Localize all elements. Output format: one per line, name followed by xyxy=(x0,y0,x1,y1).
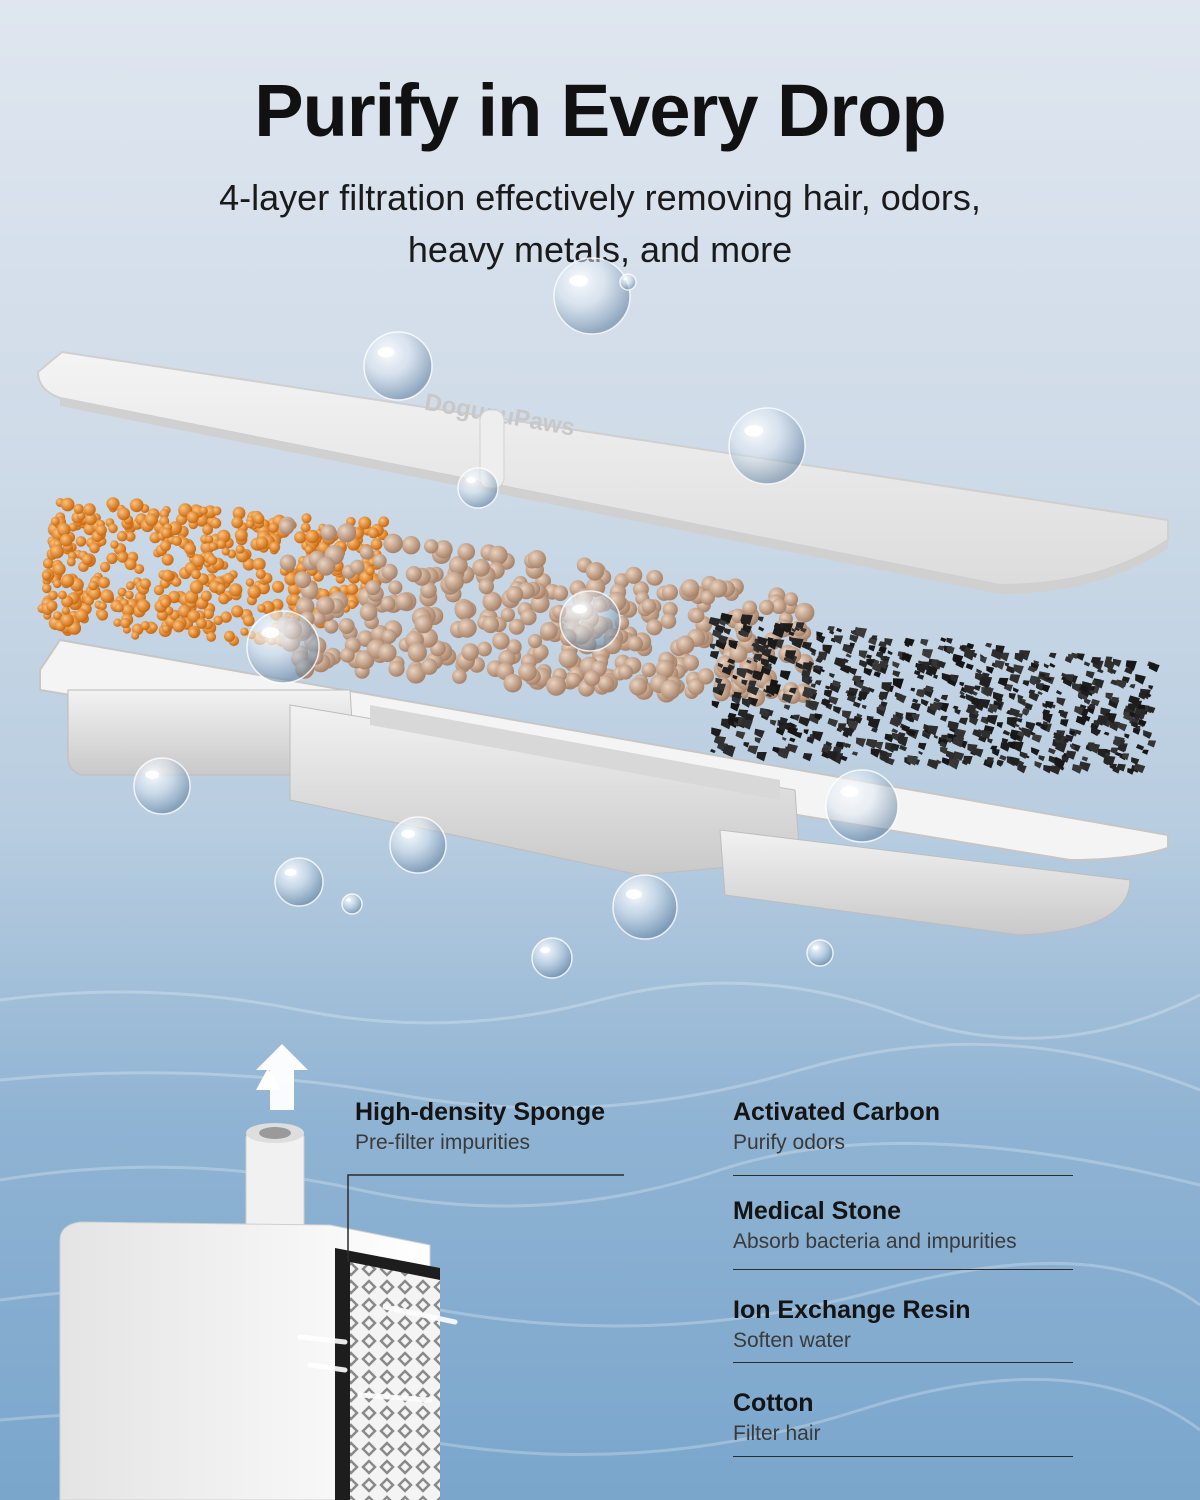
label-title: High-density Sponge xyxy=(355,1098,605,1126)
label-high-density-sponge: High-density Sponge Pre-filter impuritie… xyxy=(355,1098,605,1155)
activated-carbon-granules xyxy=(708,612,1160,775)
label-description: Pre-filter impurities xyxy=(355,1131,531,1154)
subtitle-line-1: 4-layer filtration effectively removing … xyxy=(219,177,981,218)
label-ion-exchange-resin: Ion Exchange Resin Soften water xyxy=(733,1296,971,1353)
label-description: Absorb bacteria and impurities xyxy=(733,1230,1017,1253)
water-pump xyxy=(59,1044,624,1500)
divider xyxy=(733,1362,1073,1363)
label-cotton: Cotton Filter hair xyxy=(733,1389,821,1446)
label-medical-stone: Medical Stone Absorb bacteria and impuri… xyxy=(733,1197,1017,1254)
page-subtitle: 4-layer filtration effectively removing … xyxy=(150,172,1050,276)
arrow-up-icon xyxy=(256,1044,308,1110)
label-title: Cotton xyxy=(733,1389,814,1417)
label-description: Filter hair xyxy=(733,1422,821,1445)
page-title: Purify in Every Drop xyxy=(254,69,946,152)
label-title: Medical Stone xyxy=(733,1197,902,1225)
label-description: Soften water xyxy=(733,1329,851,1352)
divider xyxy=(733,1269,1073,1270)
medical-stone-beads xyxy=(276,516,815,707)
label-activated-carbon: Activated Carbon Purify odors xyxy=(733,1098,940,1155)
water-droplets xyxy=(133,257,899,979)
label-title: Activated Carbon xyxy=(733,1098,940,1126)
divider xyxy=(733,1175,1073,1176)
label-description: Purify odors xyxy=(733,1131,846,1154)
divider xyxy=(733,1456,1073,1457)
label-title: Ion Exchange Resin xyxy=(733,1296,971,1324)
